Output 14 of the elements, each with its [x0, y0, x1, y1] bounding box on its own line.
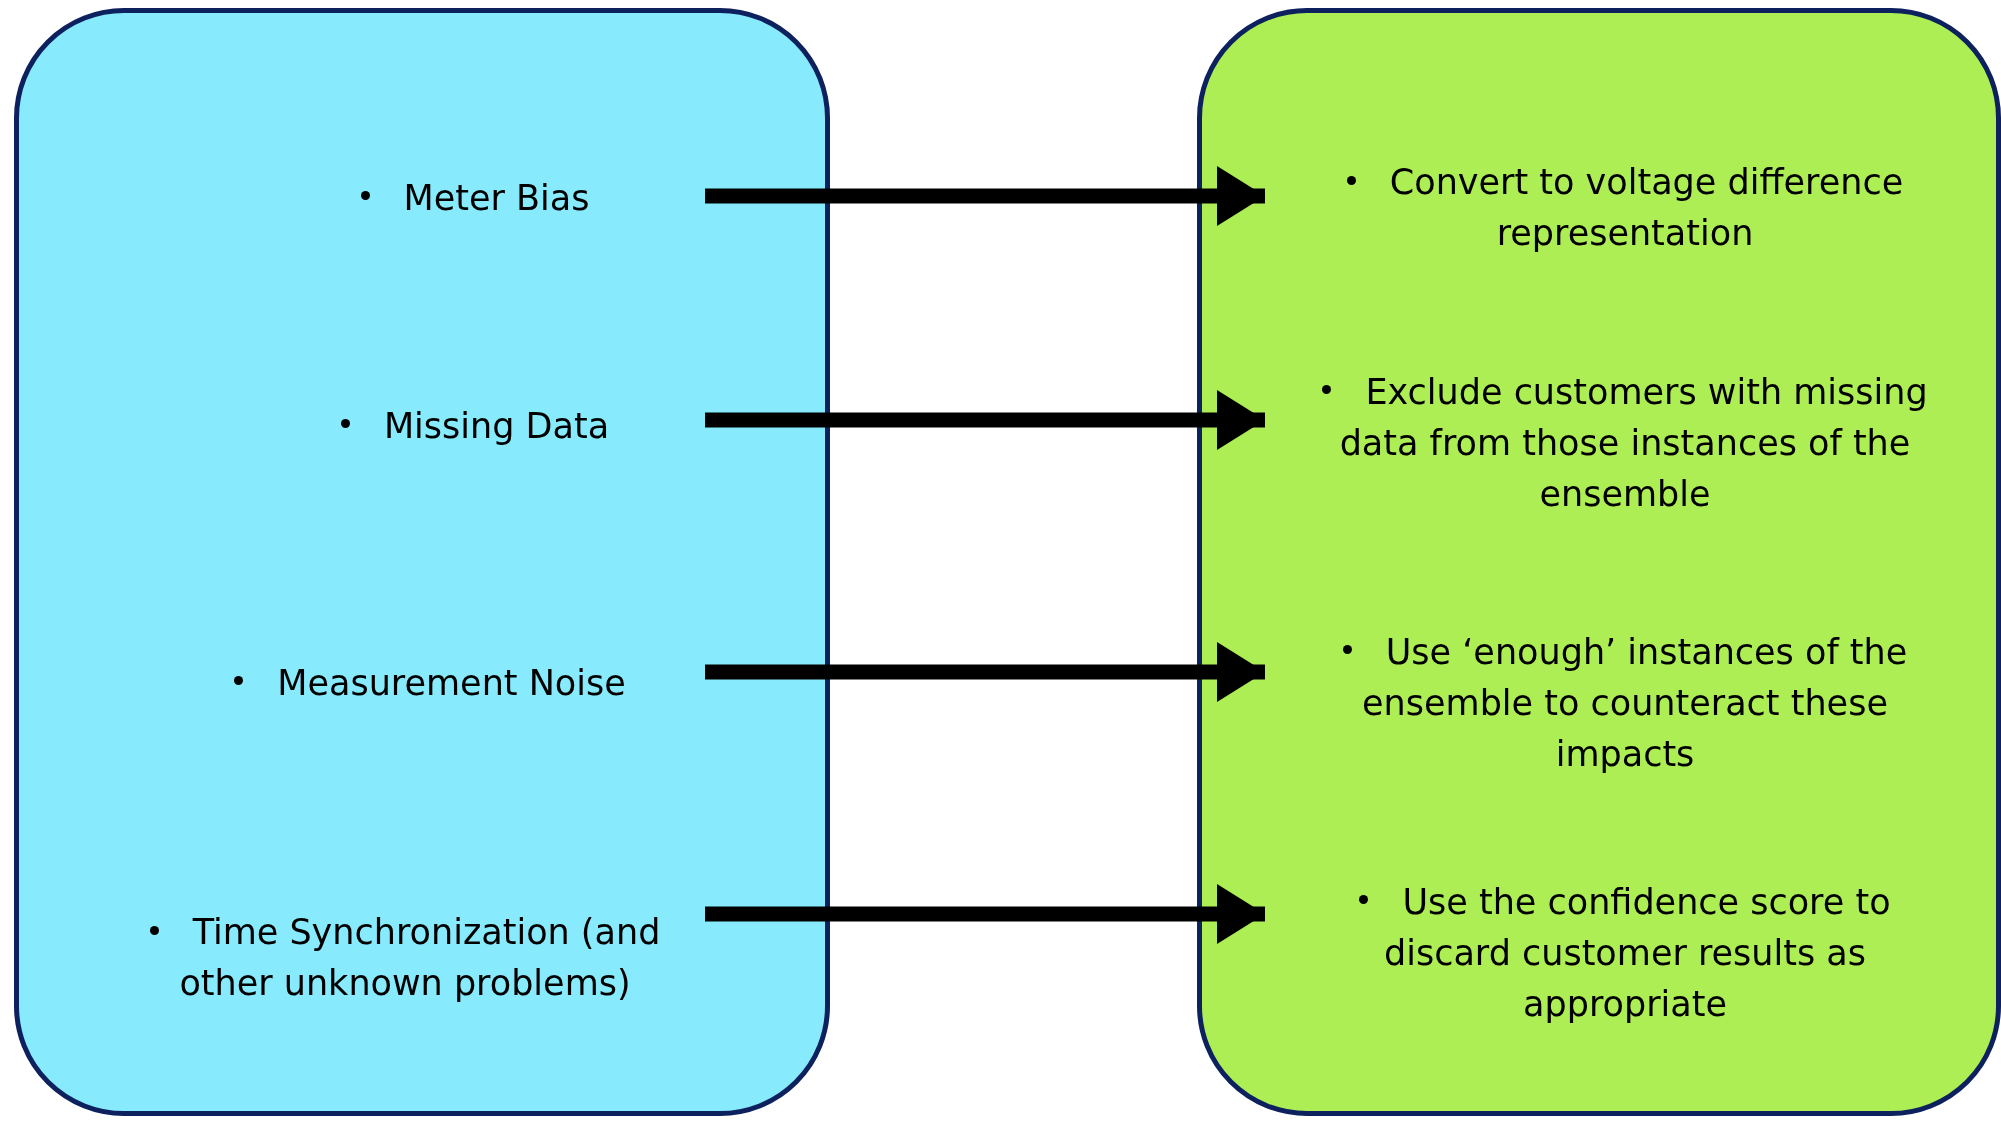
rounded-panel	[1197, 8, 2001, 1116]
bullet-text: Convert to voltage difference representation	[1265, 157, 1965, 259]
arrow	[705, 642, 1265, 702]
bullet-text: Use ‘enough’ instances of the ensemble to counteract these impacts	[1265, 626, 1965, 780]
bullet-text: Measurement Noise	[155, 657, 705, 709]
bullet-text: Missing Data	[245, 400, 705, 452]
bullet-text: Meter Bias	[245, 172, 705, 224]
arrow	[705, 390, 1265, 450]
arrow	[705, 884, 1265, 944]
bullet-text: Use the confidence score to discard customer results as appropriate	[1265, 876, 1965, 1030]
rounded-panel	[14, 8, 830, 1116]
bullet-text: Exclude customers with missing data from those instances of the ensemble	[1265, 366, 1965, 520]
arrow	[705, 166, 1265, 226]
bullet-text: Time Synchronization (and other unknown problems)	[105, 907, 705, 1009]
